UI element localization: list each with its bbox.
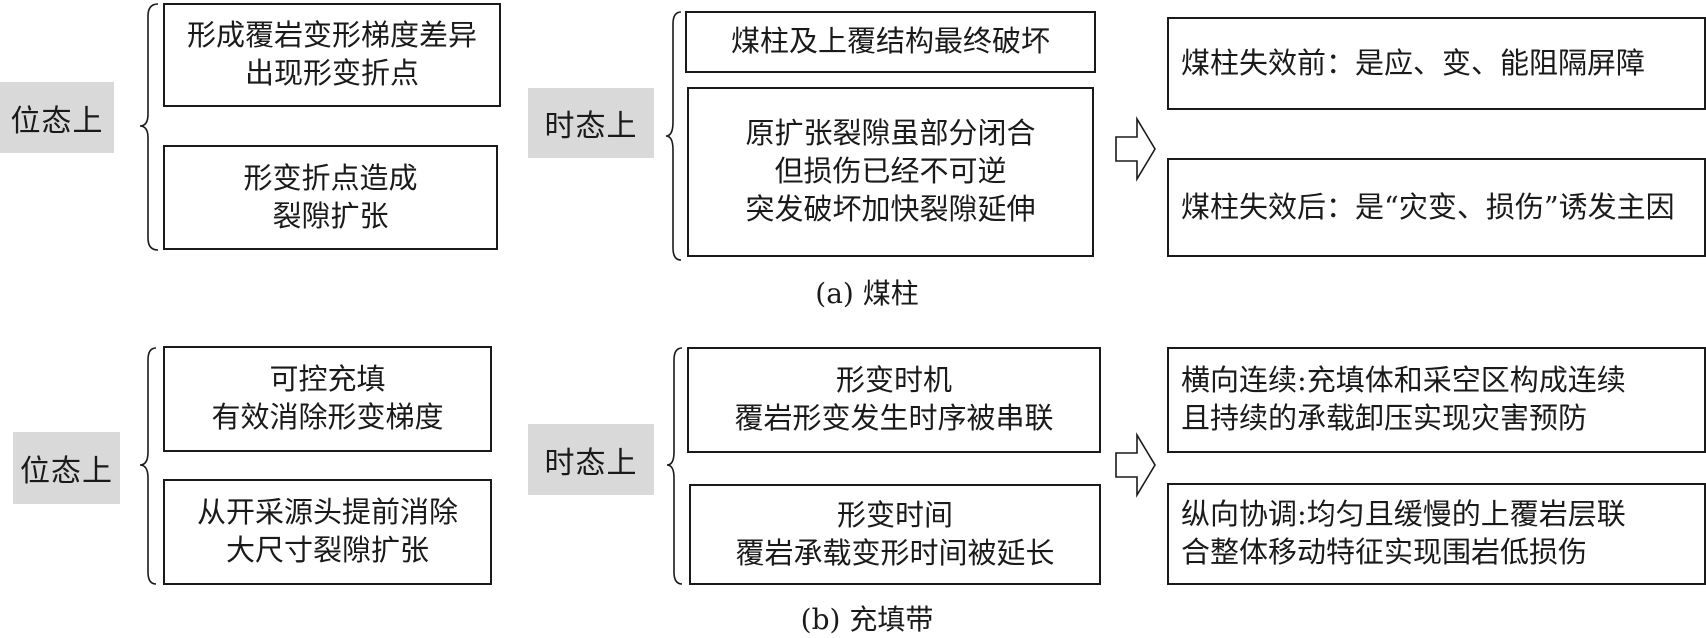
box-line: 纵向协调:均匀且缓慢的上覆岩层联 bbox=[1181, 497, 1626, 532]
panel-a-result-box-1: 煤柱失效前：是应、变、能阻隔屏障 bbox=[1167, 17, 1706, 110]
box-line: 原扩张裂隙虽部分闭合 bbox=[745, 116, 1036, 151]
box-line: 煤柱及上覆结构最终破坏 bbox=[730, 24, 1050, 59]
box-line: 煤柱失效前：是应、变、能阻隔屏障 bbox=[1181, 45, 1646, 80]
box-line: 大尺寸裂隙扩张 bbox=[225, 533, 429, 567]
box-line: 出现形变折点 bbox=[244, 56, 419, 90]
panel-b-temporal-brace bbox=[666, 347, 683, 585]
panel-a-result-box-2: 煤柱失效后：是“灾变、损伤”诱发主因 bbox=[1167, 158, 1706, 257]
panel-a-arrow-icon bbox=[1115, 116, 1156, 182]
panel-b-spatial-label: 位态上 bbox=[13, 432, 120, 504]
panel-b-arrow-icon bbox=[1115, 432, 1156, 498]
box-line: 裂隙扩张 bbox=[272, 198, 389, 233]
panel-b-spatial-box-1: 可控充填 有效消除形变梯度 bbox=[163, 346, 492, 452]
box-line: 但损伤已经不可逆 bbox=[774, 154, 1007, 189]
panel-b-result-box-1: 横向连续:充填体和采空区构成连续 且持续的承载卸压实现灾害预防 bbox=[1167, 347, 1706, 453]
panel-b-caption: (b) 充填带 bbox=[800, 603, 934, 636]
panel-a-spatial-brace bbox=[139, 3, 159, 251]
box-line: 形变折点造成 bbox=[243, 160, 418, 195]
box-line: 形变时机 bbox=[835, 363, 952, 398]
panel-b-temporal-box-2: 形变时间 覆岩承载变形时间被延长 bbox=[689, 484, 1101, 585]
box-line: 可控充填 bbox=[269, 362, 386, 397]
box-line: 覆岩承载变形时间被延长 bbox=[735, 535, 1055, 570]
panel-a-spatial-box-2: 形变折点造成 裂隙扩张 bbox=[163, 145, 498, 250]
box-line: 形变时间 bbox=[836, 497, 953, 532]
panel-a-temporal-box-1: 煤柱及上覆结构最终破坏 bbox=[685, 11, 1096, 73]
panel-a-temporal-box-2: 原扩张裂隙虽部分闭合 但损伤已经不可逆 突发破坏加快裂隙延伸 bbox=[687, 87, 1094, 257]
box-line: 突发破坏加快裂隙延伸 bbox=[745, 191, 1036, 226]
panel-b-temporal-box-1: 形变时机 覆岩形变发生时序被串联 bbox=[687, 347, 1101, 453]
panel-b-spatial-box-2: 从开采源头提前消除 大尺寸裂隙扩张 bbox=[163, 479, 492, 585]
panel-a-spatial-box-1: 形成覆岩变形梯度差异 出现形变折点 bbox=[163, 3, 501, 107]
panel-a-caption: (a) 煤柱 bbox=[815, 277, 919, 310]
box-line: 且持续的承载卸压实现灾害预防 bbox=[1181, 401, 1588, 435]
box-line: 有效消除形变梯度 bbox=[211, 400, 444, 434]
panel-b-result-box-2: 纵向协调:均匀且缓慢的上覆岩层联 合整体移动特征实现围岩低损伤 bbox=[1167, 483, 1706, 585]
box-line: 煤柱失效后：是“灾变、损伤”诱发主因 bbox=[1181, 189, 1675, 224]
box-line: 形成覆岩变形梯度差异 bbox=[186, 18, 477, 53]
panel-b-temporal-label: 时态上 bbox=[528, 424, 654, 495]
panel-a-temporal-brace bbox=[665, 11, 682, 261]
box-line: 横向连续:充填体和采空区构成连续 bbox=[1181, 363, 1626, 398]
box-line: 覆岩形变发生时序被串联 bbox=[734, 401, 1054, 435]
box-line: 合整体移动特征实现围岩低损伤 bbox=[1181, 535, 1588, 569]
panel-a-temporal-label: 时态上 bbox=[528, 88, 654, 158]
panel-a-spatial-label: 位态上 bbox=[0, 82, 114, 153]
box-line: 从开采源头提前消除 bbox=[196, 495, 458, 530]
panel-b-spatial-brace bbox=[139, 347, 157, 585]
